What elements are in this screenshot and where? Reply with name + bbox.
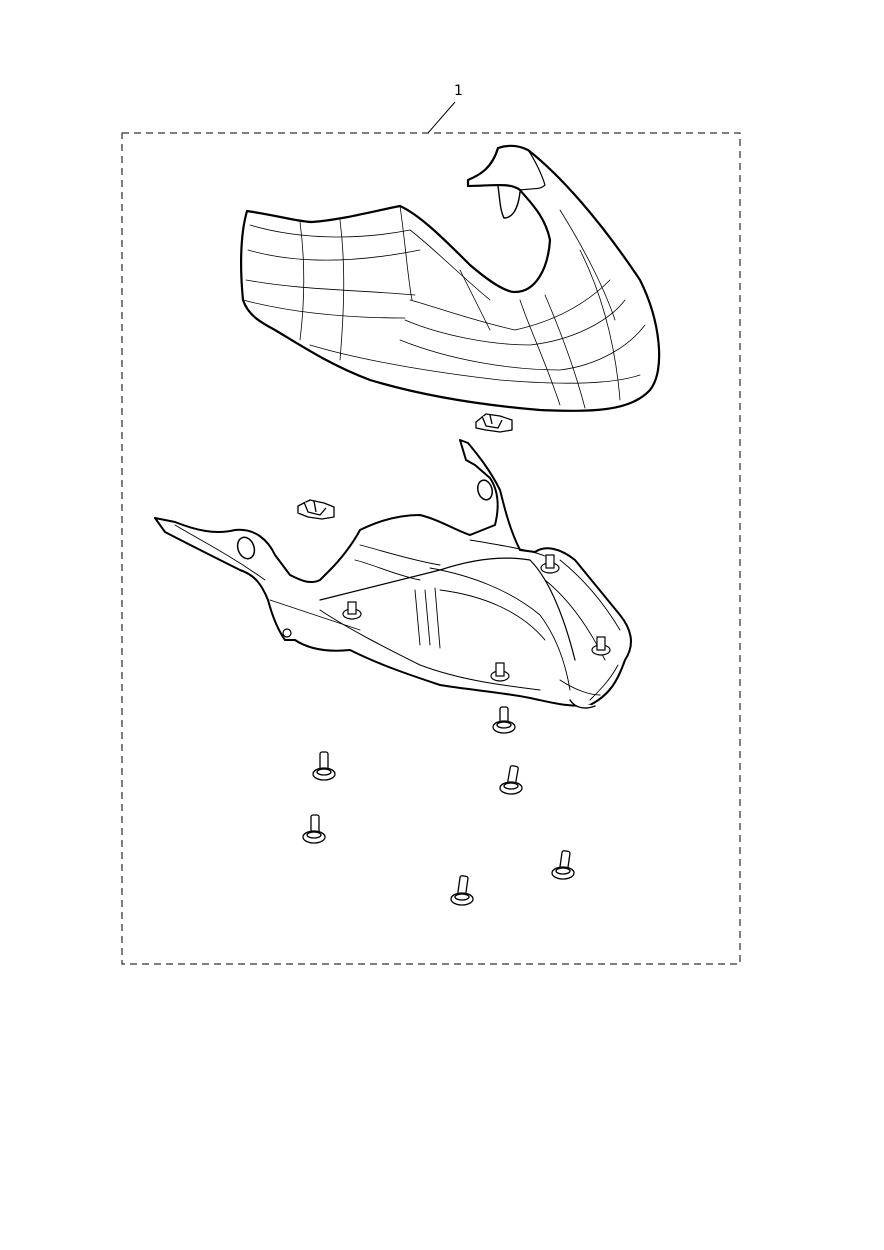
callout-leader-line: [427, 101, 456, 134]
screw-5: [551, 850, 575, 880]
captive-nut-2: [540, 554, 560, 574]
kit-boundary: [121, 132, 741, 965]
screw-3: [499, 765, 523, 795]
belly-pan-bracket: [154, 439, 632, 709]
screw-2: [312, 751, 336, 781]
screw-1: [492, 706, 516, 734]
clip-nut-left: [297, 499, 335, 520]
callout-label-1: 1: [454, 83, 463, 99]
belly-pan-cover: [239, 144, 661, 412]
captive-nut-3: [490, 662, 510, 682]
screw-6: [450, 875, 474, 906]
screw-4: [302, 814, 326, 844]
clip-nut-right: [475, 413, 513, 433]
captive-nut-4: [591, 636, 611, 656]
captive-nut-1: [342, 601, 362, 620]
